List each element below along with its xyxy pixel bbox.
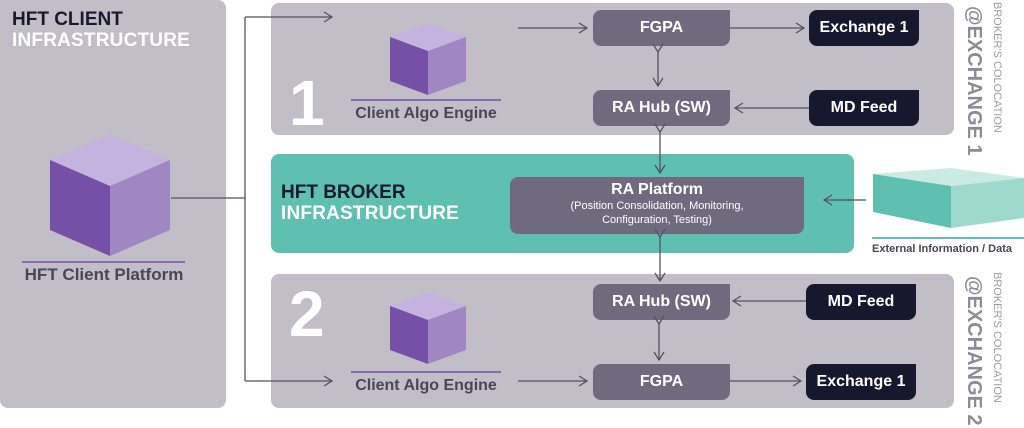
ra-hub-2-box: RA Hub (SW) [593, 284, 730, 320]
colocation-2-side-label-big: @EXCHANGE 2 [963, 276, 985, 426]
algo-engine-2-label: Client Algo Engine [355, 377, 497, 394]
md-feed-2-box: MD Feed [806, 284, 916, 320]
fpga-1-box: FGPA [593, 10, 730, 46]
colocation-1-side-label-big: @EXCHANGE 1 [963, 6, 985, 156]
algo-engine-1-cube-icon [390, 23, 466, 95]
client-title-line1: HFT CLIENT [12, 9, 123, 30]
client-platform-underline [22, 261, 185, 263]
client-title-line2: INFRASTRUCTURE [12, 30, 191, 51]
ra-platform-box: RA Platform (Position Consolidation, Mon… [510, 177, 804, 234]
broker-title-line2: INFRASTRUCTURE [281, 203, 460, 224]
external-data-label: External Information / Data [872, 243, 1012, 255]
ra-platform-desc-line1: (Position Consolidation, Monitoring, [570, 200, 744, 212]
broker-title-line1: HFT BROKER [281, 182, 406, 203]
fpga-2-box: FGPA [593, 364, 730, 400]
external-data-slab-icon [873, 168, 1024, 228]
algo-engine-1-underline [351, 99, 501, 101]
ra-platform-desc-line2: Configuration, Testing) [602, 214, 712, 226]
exchange-2-box: Exchange 1 [806, 364, 916, 400]
exchange-1-box: Exchange 1 [809, 10, 919, 46]
colocation-2-side-label-small: BROKER'S COLOCATION [991, 272, 1003, 403]
colocation-1-number: 1 [289, 67, 325, 139]
colocation-2-panel: 2 Client Algo Engine RA Hub (SW) FGPA MD… [271, 274, 954, 408]
external-data-underline [872, 237, 1024, 239]
colocation-1-panel: 1 Client Algo Engine FGPA RA Hub (SW) Ex… [271, 3, 954, 135]
md-feed-1-box: MD Feed [809, 90, 919, 126]
colocation-1-side-label-small: BROKER'S COLOCATION [991, 2, 1003, 133]
algo-engine-1-label: Client Algo Engine [355, 105, 497, 122]
broker-infrastructure-panel: HFT BROKER INFRASTRUCTURE RA Platform (P… [271, 154, 854, 253]
client-platform-cube-icon [50, 134, 170, 256]
colocation-2-number: 2 [289, 278, 325, 350]
algo-engine-2-cube-icon [390, 292, 466, 364]
client-platform-label: HFT Client Platform [24, 265, 184, 284]
ra-platform-title: RA Platform [611, 181, 703, 198]
client-infrastructure-panel: HFT CLIENT INFRASTRUCTURE HFT Client Pla… [0, 0, 226, 408]
ra-hub-1-box: RA Hub (SW) [593, 90, 730, 126]
algo-engine-2-underline [351, 371, 501, 373]
